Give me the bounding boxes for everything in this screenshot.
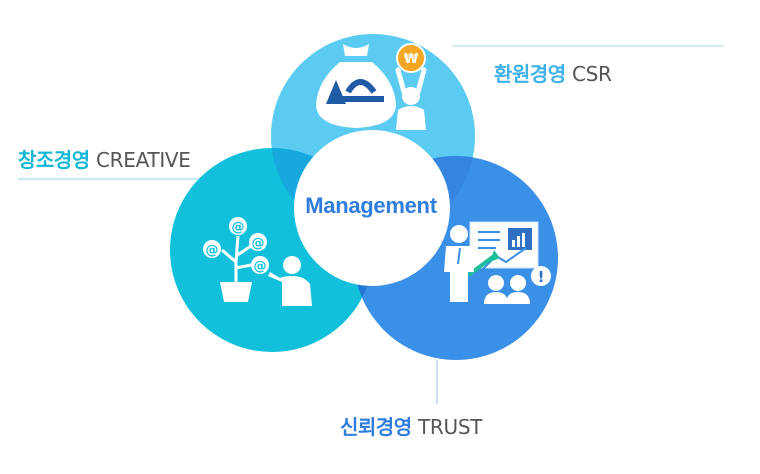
trust-label-english: TRUST bbox=[417, 415, 483, 439]
csr-label-korean: 환원경영 bbox=[494, 62, 566, 86]
creative-label-english: CREATIVE bbox=[95, 148, 191, 172]
exclamation-icon: ! bbox=[531, 266, 551, 286]
center-label: Management bbox=[305, 193, 437, 218]
presenter-icon bbox=[444, 225, 474, 302]
svg-text:₩: ₩ bbox=[404, 52, 419, 67]
chart-board-icon bbox=[468, 221, 539, 276]
audience-icon bbox=[484, 275, 530, 304]
money-bag-icon bbox=[316, 44, 396, 128]
svg-text:@: @ bbox=[206, 243, 219, 258]
csr-label: 환원경영 CSR bbox=[494, 58, 612, 87]
creative-label-korean: 창조경영 bbox=[18, 148, 90, 172]
trust-label: 신뢰경영 TRUST bbox=[340, 411, 482, 440]
won-coin-icon: ₩ bbox=[396, 43, 426, 73]
svg-text:@: @ bbox=[254, 259, 267, 274]
svg-text:@: @ bbox=[252, 236, 265, 251]
at-sign-tree-icon: @ @ @ @ bbox=[203, 217, 269, 302]
trust-label-korean: 신뢰경영 bbox=[340, 415, 412, 439]
person-icon bbox=[268, 256, 312, 306]
svg-text:!: ! bbox=[538, 268, 545, 286]
svg-text:@: @ bbox=[232, 220, 245, 235]
center-circle bbox=[294, 130, 450, 286]
csr-label-english: CSR bbox=[571, 62, 612, 86]
creative-label: 창조경영 CREATIVE bbox=[18, 144, 191, 173]
person-holding-coin-icon bbox=[395, 67, 427, 130]
